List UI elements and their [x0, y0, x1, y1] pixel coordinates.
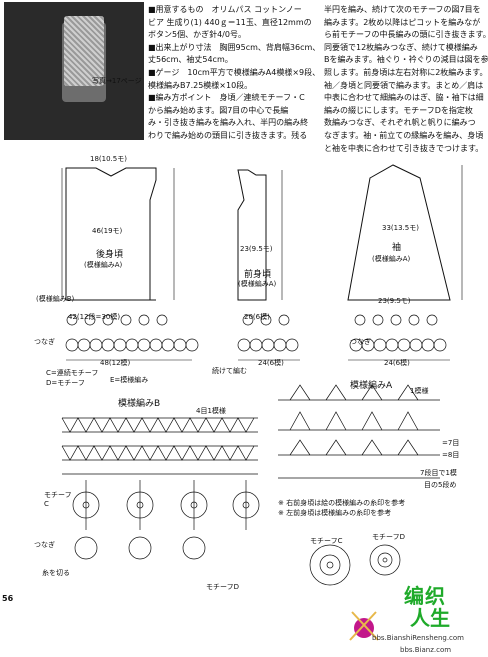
front-width: 24(6模) [258, 359, 284, 367]
back-chest-dim: 46(19モ) [92, 227, 123, 235]
motif-c-label: モチーフ C [44, 491, 72, 508]
sleeve-outline [347, 164, 451, 301]
sleeve-motif-band [349, 314, 447, 352]
back-width: 48(12模) [100, 359, 131, 367]
front-dim: 23(9.5モ) [240, 245, 273, 253]
logo-text-2: 人生 [410, 606, 450, 630]
front-rows-dim: 20(6模) [244, 313, 270, 321]
pattern-b-chart [61, 417, 260, 560]
legend-e: E=模様編み [110, 376, 149, 384]
edge-label-1: =7目 [442, 439, 460, 447]
front-motif-band [237, 314, 299, 352]
front-body-outline [237, 169, 267, 301]
motif-d-chart [369, 544, 401, 576]
logo-yarn-icon [349, 611, 379, 641]
pattern-b-title: 模様編みB [118, 399, 161, 409]
sleeve-top-dim: 33(13.5モ) [382, 224, 419, 232]
legend-d: D=モチーフ [46, 379, 85, 387]
motif-d-label: モチーフD [206, 583, 239, 591]
edge-label-2: =8目 [442, 451, 460, 459]
end-label: 目の5段め [424, 481, 457, 489]
back-rows-dim: 42(12段=30模) [68, 313, 121, 321]
continue-label: 続けて編む [212, 367, 247, 375]
top-back-dim: 18(10.5モ) [90, 155, 127, 163]
instructions-right: 半円を編み、続けて次のモチーフの図7目を 編みます。2枚め以降はピコットを編みな… [324, 5, 488, 153]
logo-url-2[interactable]: bbs.Bianz.com [400, 646, 452, 654]
motif-c-chart [309, 544, 351, 586]
yarn-note-2: ※ 左前身頃は模様編みの糸印を参考 [278, 509, 392, 517]
back-body-title: 後身頃 [96, 250, 124, 260]
sleeve-width: 24(6模) [384, 359, 410, 367]
pattern-a-chart [278, 384, 440, 479]
rep-label-b: 4目1模様 [196, 407, 226, 415]
motif-d-label-2: モチーフD [372, 533, 405, 541]
tsunagi-label-3: つなぎ [34, 541, 55, 549]
pattern-a-title: 模様編みA [350, 381, 393, 391]
yarn-note-1: ※ 右前身頃は絵の模様編みの糸印を参考 [278, 499, 406, 507]
motif-c-label-2: モチーフC [310, 537, 343, 545]
logo-url-1[interactable]: bbs.BianshiRensheng.com [372, 634, 464, 642]
sleeve-bottom-dim: 23(9.5モ) [378, 297, 411, 305]
garment-photo [4, 2, 144, 140]
sleeve-title: 袖 [392, 243, 402, 253]
instructions-left: ■用意するもの オリムパス コットンノー ビア 生成り(1) 440ｇ＝11玉、… [148, 5, 321, 140]
tsunagi-label-1: つなぎ [34, 338, 55, 346]
pattern-b-label: (模様編みB) [36, 295, 75, 303]
sleeve-sub: (模様編みA) [372, 255, 411, 263]
front-body-sub: (模様編みA) [238, 280, 277, 288]
photo-caption: 写真→17ページ [92, 77, 142, 85]
page-number: 56 [2, 594, 14, 603]
rep-label-a: 1模様 [410, 387, 429, 395]
arrow-label: 7段目で1模 [420, 469, 457, 477]
tsunagi-label-2: つなぎ [350, 338, 371, 346]
front-body-title: 前身頃 [244, 270, 272, 280]
back-body-sub: (模様編みA) [84, 261, 123, 269]
back-motif-band [65, 314, 199, 352]
logo-text-1: 编织 [404, 584, 446, 608]
legend-c: C=連続モチーフ [46, 369, 99, 377]
yarn-cut-label: 糸を切る [42, 569, 70, 577]
